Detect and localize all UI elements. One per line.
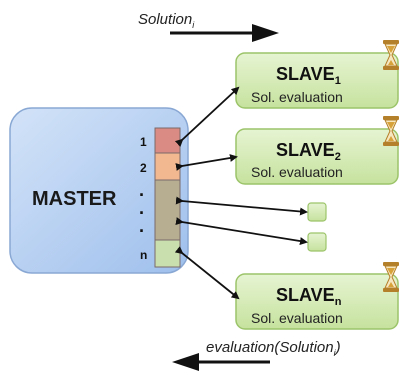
slave-1-title: SLAVE <box>276 64 335 84</box>
slot-label-dot-3: · <box>139 221 145 241</box>
arrow-dots-placeholder2 <box>175 217 308 245</box>
slave-2-sub: 2 <box>335 151 341 163</box>
slave-1-sub: 1 <box>335 75 341 87</box>
bottom-caption-close: ) <box>334 339 341 356</box>
slave-2-subtitle: Sol. evaluation <box>251 164 343 180</box>
slave-2-title: SLAVE <box>276 140 335 160</box>
slot-label-2: 2 <box>140 161 147 175</box>
hourglass-icon <box>383 116 399 146</box>
arrow-slotn-slaven <box>174 246 240 300</box>
bottom-arrow <box>172 353 270 371</box>
slave-n: SLAVEn Sol. evaluation <box>235 273 399 330</box>
top-caption-sub: i <box>192 20 195 30</box>
slot-label-dot-2: · <box>139 203 145 223</box>
slot-labels: 1 2 · · · n <box>139 135 147 262</box>
slave-n-title: SLAVE <box>276 285 335 305</box>
slot-2 <box>154 152 181 181</box>
svg-text:evaluation(Solutioni): evaluation(Solutioni) <box>206 339 341 358</box>
arrow-slot2-slave2 <box>175 154 238 171</box>
slave-2: SLAVE2 Sol. evaluation <box>235 128 399 185</box>
slave-n-box <box>235 273 399 330</box>
slot-stack <box>154 127 181 268</box>
slave-1: SLAVE1 Sol. evaluation <box>235 52 399 109</box>
slot-middle <box>154 179 181 241</box>
svg-text:SLAVEn: SLAVEn <box>276 285 342 308</box>
top-arrow <box>170 24 279 42</box>
slot-1 <box>154 127 181 154</box>
hourglass-icon <box>383 40 399 70</box>
svg-text:Solutioni: Solutioni <box>138 11 195 30</box>
svg-text:SLAVE2: SLAVE2 <box>276 140 341 163</box>
slot-label-1: 1 <box>140 135 147 149</box>
svg-text:SLAVE1: SLAVE1 <box>276 64 341 87</box>
slave-n-sub: n <box>335 296 342 308</box>
slave-1-subtitle: Sol. evaluation <box>251 89 343 105</box>
slave-placeholder-2 <box>307 232 327 252</box>
arrow-slot1-slave1 <box>174 86 240 148</box>
slot-label-dot-1: · <box>139 185 145 205</box>
slave-1-box <box>235 52 399 109</box>
arrow-dots-placeholder1 <box>175 196 308 216</box>
master-box <box>9 107 189 274</box>
slave-n-subtitle: Sol. evaluation <box>251 310 343 326</box>
master-label: MASTER <box>32 188 117 210</box>
top-caption: Solutioni <box>138 11 195 30</box>
slot-label-n: n <box>140 248 147 262</box>
bottom-caption: evaluation(Solutioni) <box>206 339 341 358</box>
slot-n <box>154 239 181 268</box>
bottom-caption-main: evaluation(Solution <box>206 339 334 356</box>
hourglass-icon <box>383 262 399 292</box>
connection-arrows <box>174 86 308 300</box>
bottom-caption-sub: i <box>334 348 337 358</box>
top-caption-main: Solution <box>138 11 192 28</box>
slave-placeholder-1 <box>307 202 327 222</box>
